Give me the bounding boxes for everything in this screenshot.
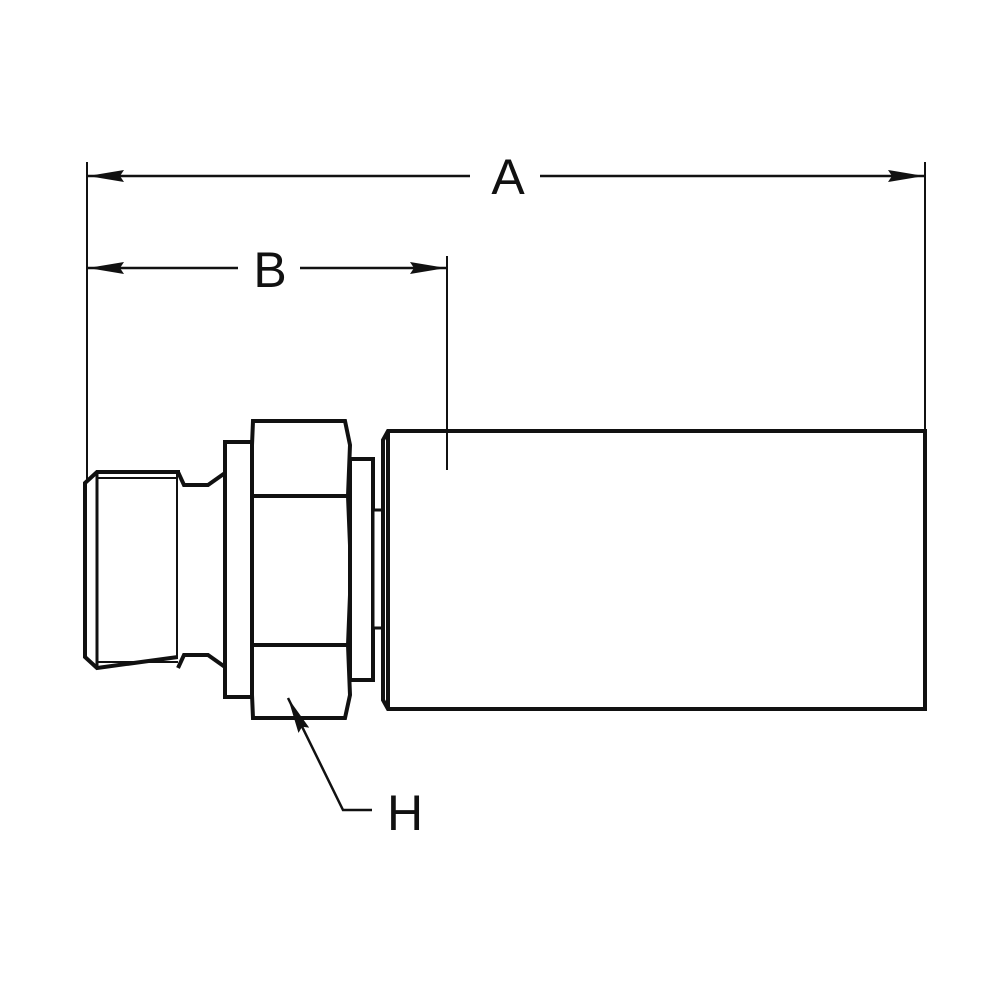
hex-nut: [250, 419, 354, 720]
hex-leader: [286, 697, 372, 812]
hex-size-label: H: [387, 785, 423, 841]
dimension-a-label: A: [491, 149, 525, 205]
neck: [176, 469, 227, 671]
fitting-body: [83, 419, 927, 720]
ferrule: [381, 429, 927, 711]
hex-leader-arrow: [286, 697, 372, 812]
collar: [348, 457, 375, 682]
flange: [223, 440, 254, 699]
thread-end: [83, 470, 180, 671]
dimension-b-label: B: [253, 242, 286, 298]
